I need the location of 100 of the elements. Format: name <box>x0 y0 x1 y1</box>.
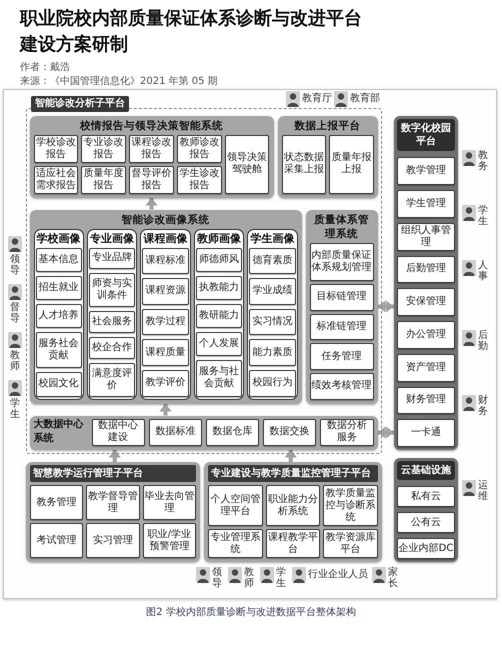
module-item: 标准链管理 <box>310 314 374 340</box>
role-label: 运维 <box>478 480 488 502</box>
subplatform-panel <box>204 462 382 562</box>
module-item: 教学资源库平台 <box>323 529 378 558</box>
module-item: 专业管理系统 <box>208 529 263 558</box>
arrow <box>108 450 121 462</box>
module-item: 毕业去向管理 <box>142 485 196 520</box>
module-item: 课程质量 <box>142 339 189 366</box>
module-item: 课程教学平台 <box>266 529 320 558</box>
role-label: 教师 <box>10 350 20 372</box>
module-item: 课程资源 <box>142 278 189 305</box>
role-label: 家长 <box>388 567 398 589</box>
module-item: 课程诊改报告 <box>129 134 174 162</box>
module-item: 校园文化 <box>36 372 82 396</box>
system-panel <box>30 210 302 404</box>
role-label: 人事 <box>478 260 488 282</box>
role-label: 学生 <box>276 567 286 589</box>
column-title: 学生画像 <box>249 232 296 246</box>
module-item: 教学过程 <box>142 308 189 336</box>
portrait-column <box>86 228 138 400</box>
panel-header: 云基础设施 <box>397 461 455 480</box>
module-item: 学生管理 <box>397 190 455 218</box>
module-item: 实习管理 <box>86 523 140 558</box>
module-item: 实习情况 <box>249 308 296 336</box>
double-arrow <box>378 300 394 312</box>
role-label: 教务 <box>478 150 488 172</box>
role-label: 教育厅 <box>302 93 332 105</box>
module-item: 状态数据采集上报 <box>282 134 326 194</box>
module-item: 办公管理 <box>397 321 455 349</box>
arrow <box>160 404 172 416</box>
module-item: 校企合作 <box>88 336 136 359</box>
arrow <box>146 198 158 210</box>
system-panel <box>30 116 274 198</box>
module-item: 企业内部DC <box>397 538 455 559</box>
module-item: 后勤管理 <box>397 256 455 284</box>
module-item: 数据交换 <box>263 418 316 446</box>
module-item: 一卡通 <box>397 419 455 447</box>
system-panel <box>278 116 378 198</box>
byline-text: 作者：戴浩 <box>20 62 70 74</box>
module-item: 领导决策驾驶舱 <box>224 134 270 194</box>
column-title: 教师画像 <box>196 232 242 246</box>
portrait-column <box>140 228 191 400</box>
module-item: 服务社会贡献 <box>36 332 82 368</box>
module-item: 学生诊改报告 <box>176 166 222 194</box>
module-item: 督导评价报告 <box>129 166 174 194</box>
module-item: 质量年度报告 <box>81 166 126 194</box>
module-item: 数据仓库 <box>206 418 260 446</box>
panel-title: 数据上报平台 <box>293 118 362 132</box>
module-item: 基本信息 <box>36 248 82 272</box>
portrait-column <box>194 228 244 400</box>
role-label: 学生 <box>10 398 20 420</box>
module-item: 个人发展 <box>196 332 242 356</box>
panel-title: 校情报告与领导决策智能系统 <box>78 118 224 132</box>
module-item: 数据中心建设 <box>92 418 145 446</box>
module-item: 任务管理 <box>310 343 374 370</box>
portrait-column <box>247 228 298 400</box>
module-item: 师资与实训条件 <box>88 273 136 308</box>
module-item: 数据标准 <box>148 418 202 446</box>
module-item: 课程标准 <box>142 248 189 274</box>
platform-panel <box>394 116 458 450</box>
role-label: 财务 <box>478 395 488 417</box>
panel-title: 质量体系管理系统 <box>313 212 370 240</box>
module-item: 考试管理 <box>30 523 84 558</box>
column-title: 专业画像 <box>89 232 136 246</box>
role-label: 督导 <box>10 302 20 324</box>
role-label: 行业企业人员 <box>308 569 368 581</box>
module-item: 职业能力分析系统 <box>266 485 320 526</box>
module-item: 数据分析服务 <box>320 418 374 446</box>
platform-panel <box>394 458 458 562</box>
module-item: 专业诊改报告 <box>81 134 126 162</box>
module-item: 招生就业 <box>36 276 82 300</box>
module-item: 能力素质 <box>249 339 296 366</box>
module-item: 服务与社会贡献 <box>196 360 242 396</box>
module-item: 执教能力 <box>196 276 242 300</box>
module-item: 教研能力 <box>196 304 242 328</box>
panel-header: 专业建设与教学质量监控管理子平台 <box>208 465 378 482</box>
column-title: 课程画像 <box>142 232 188 246</box>
module-item: 教学质量监控与诊断系统 <box>323 485 378 526</box>
byline-text: 来源：《中国管理信息化》2021 年第 05 期 <box>20 76 218 88</box>
module-item: 内部质量保证体系规划管理 <box>310 242 374 282</box>
module-item: 职业/学业预警管理 <box>142 523 196 558</box>
role-label: 领导 <box>10 254 20 276</box>
page-title: 职业院校内部质量保证体系诊断与改进平台建设方案研制 <box>20 7 363 57</box>
panel-title: 智能诊改画像系统 <box>120 212 210 226</box>
system-panel <box>30 416 378 450</box>
role-label: 后勤 <box>478 330 488 352</box>
module-item: 私有云 <box>397 486 455 507</box>
role-label: 领导 <box>212 567 222 589</box>
module-item: 质量年报上报 <box>329 134 374 194</box>
module-item: 适应社会需求报告 <box>34 166 78 194</box>
module-item: 德育素质 <box>249 248 296 274</box>
panel-header: 智慧教学运行管理子平台 <box>30 465 196 482</box>
module-item: 教学督导管理 <box>86 485 140 520</box>
module-item: 学业成绩 <box>249 278 296 305</box>
figure-caption: 图2 学校内部质量诊断与改进数据平台整体架构 <box>146 606 356 619</box>
module-item: 满意度评价 <box>88 362 136 396</box>
portrait-column <box>34 228 84 400</box>
module-item: 专业品牌 <box>88 248 136 270</box>
module-item: 教学评价 <box>142 370 189 396</box>
module-item: 组织人事管理 <box>397 222 455 250</box>
